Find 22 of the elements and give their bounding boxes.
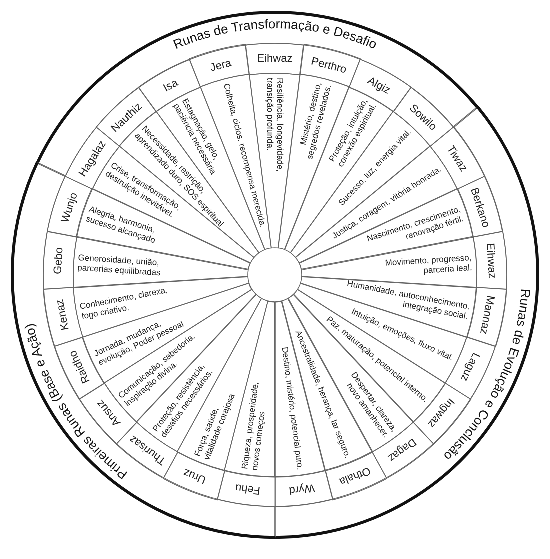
rune-name: Uruz <box>182 466 208 486</box>
rune-name: Kenaz <box>54 299 72 332</box>
rune-meaning: Generosidade, união, parcerias equilibradas <box>78 253 162 278</box>
rune-name: Eihwaz <box>257 52 293 66</box>
rune-meaning: Resiliência, longevidade, transição profunda. <box>265 78 284 172</box>
rune-name: Berkano <box>468 186 492 230</box>
rune-meaning: Movimento, progresso, parceria leal. <box>384 253 472 278</box>
rune-name: Gebo <box>52 248 66 276</box>
section-title: Runas de Transformação e Desafio <box>170 16 380 52</box>
rune-name: Eihwaz <box>483 243 498 280</box>
rune-name: Fehu <box>234 482 262 497</box>
rune-name: Perthro <box>310 55 348 76</box>
rune-name: Wunjo <box>59 192 80 225</box>
rune-meaning: Riqueza, prosperidade, novos começos <box>240 382 268 472</box>
rune-name: Othala <box>337 464 372 488</box>
rune-name: Isa <box>162 76 180 95</box>
rune-meaning: Conhecimento, clareza, fogo criativo. <box>80 286 170 321</box>
rune-name: Algiz <box>366 74 392 97</box>
rune-name: Wyrd <box>288 482 316 497</box>
rune-name: Mannaz <box>478 295 497 336</box>
rune-name: Jera <box>209 57 234 74</box>
rune-name: Raidho <box>66 348 92 386</box>
